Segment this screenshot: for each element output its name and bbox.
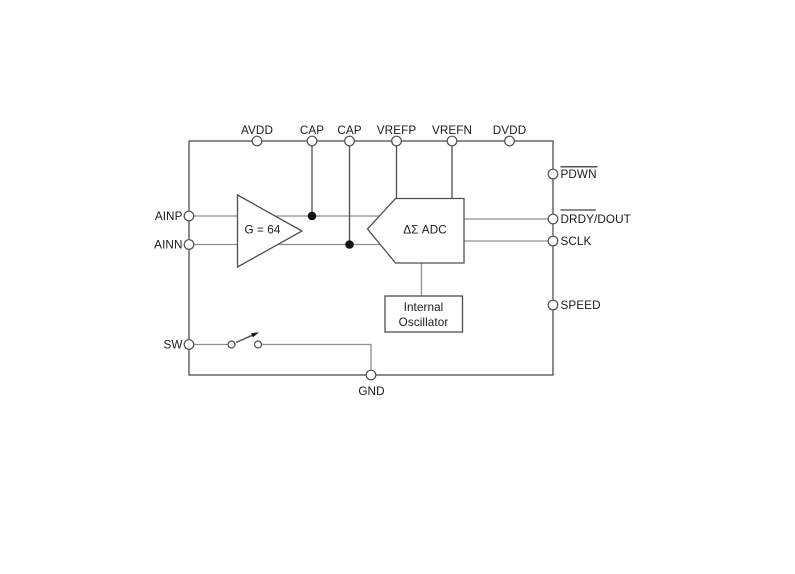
label-cap1: CAP: [300, 124, 324, 137]
switch-contact-a: [227, 340, 236, 349]
switch-arrow-icon: [251, 332, 259, 338]
label-adc: ΔΣ ADC: [403, 224, 447, 237]
cap2-junction-dot: [345, 240, 354, 249]
label-oscillator-line1: Internal: [404, 301, 444, 314]
pin-vrefn: [446, 135, 458, 147]
top-pin-stubs: [311, 141, 453, 245]
label-drdy-dout: DRDY/DOUT: [561, 213, 631, 226]
pin-sclk: [547, 235, 559, 247]
label-amp-gain: G = 64: [244, 224, 280, 237]
pin-cap1: [306, 135, 318, 147]
switch-contact-b: [253, 340, 263, 349]
pin-ainp: [183, 210, 195, 222]
label-speed: SPEED: [561, 299, 601, 312]
pin-avdd: [251, 135, 263, 147]
pin-vrefp: [391, 135, 402, 147]
switch-lever: [235, 334, 253, 344]
pin-cap2: [344, 135, 355, 147]
pin-gnd: [365, 369, 377, 381]
labels: AVDD CAP CAP VREFP VREFN DVDD AINP AINN …: [154, 124, 631, 398]
label-sclk: SCLK: [561, 235, 592, 248]
label-sw: SW: [163, 339, 182, 352]
label-pdwn-overlined: PDWN: [561, 168, 597, 181]
cap1-junction-dot: [307, 211, 317, 221]
pin-pdwn: [547, 168, 559, 180]
label-avdd: AVDD: [241, 124, 273, 137]
pin-drdy-dout: [547, 213, 559, 225]
label-oscillator-line2: Oscillator: [399, 316, 449, 329]
pin-sw: [183, 339, 195, 350]
pin-terminals: [183, 135, 559, 381]
pin-speed: [547, 299, 559, 311]
label-pdwn: PDWN: [561, 168, 597, 181]
pga-amplifier-triangle: [236, 193, 304, 269]
adc-block: [366, 197, 465, 264]
pin-ainn: [183, 239, 195, 250]
oscillator-block: [384, 295, 464, 333]
label-drdy-overlined: DRDY: [561, 213, 595, 226]
label-dvdd: DVDD: [493, 124, 527, 137]
function-blocks: [236, 193, 465, 333]
junction-dots: [307, 211, 354, 249]
sw-gnd-wire: [261, 343, 372, 375]
label-gnd: GND: [358, 385, 384, 398]
label-cap2: CAP: [337, 124, 361, 137]
label-vrefp: VREFP: [377, 124, 417, 137]
switch-symbol: [227, 332, 263, 349]
label-dout-plain: /DOUT: [594, 213, 631, 226]
pin-dvdd: [504, 135, 515, 147]
label-vrefn: VREFN: [432, 124, 472, 137]
label-ainp: AINP: [155, 210, 183, 223]
signal-wires: [189, 215, 553, 375]
label-ainn: AINN: [154, 239, 182, 252]
